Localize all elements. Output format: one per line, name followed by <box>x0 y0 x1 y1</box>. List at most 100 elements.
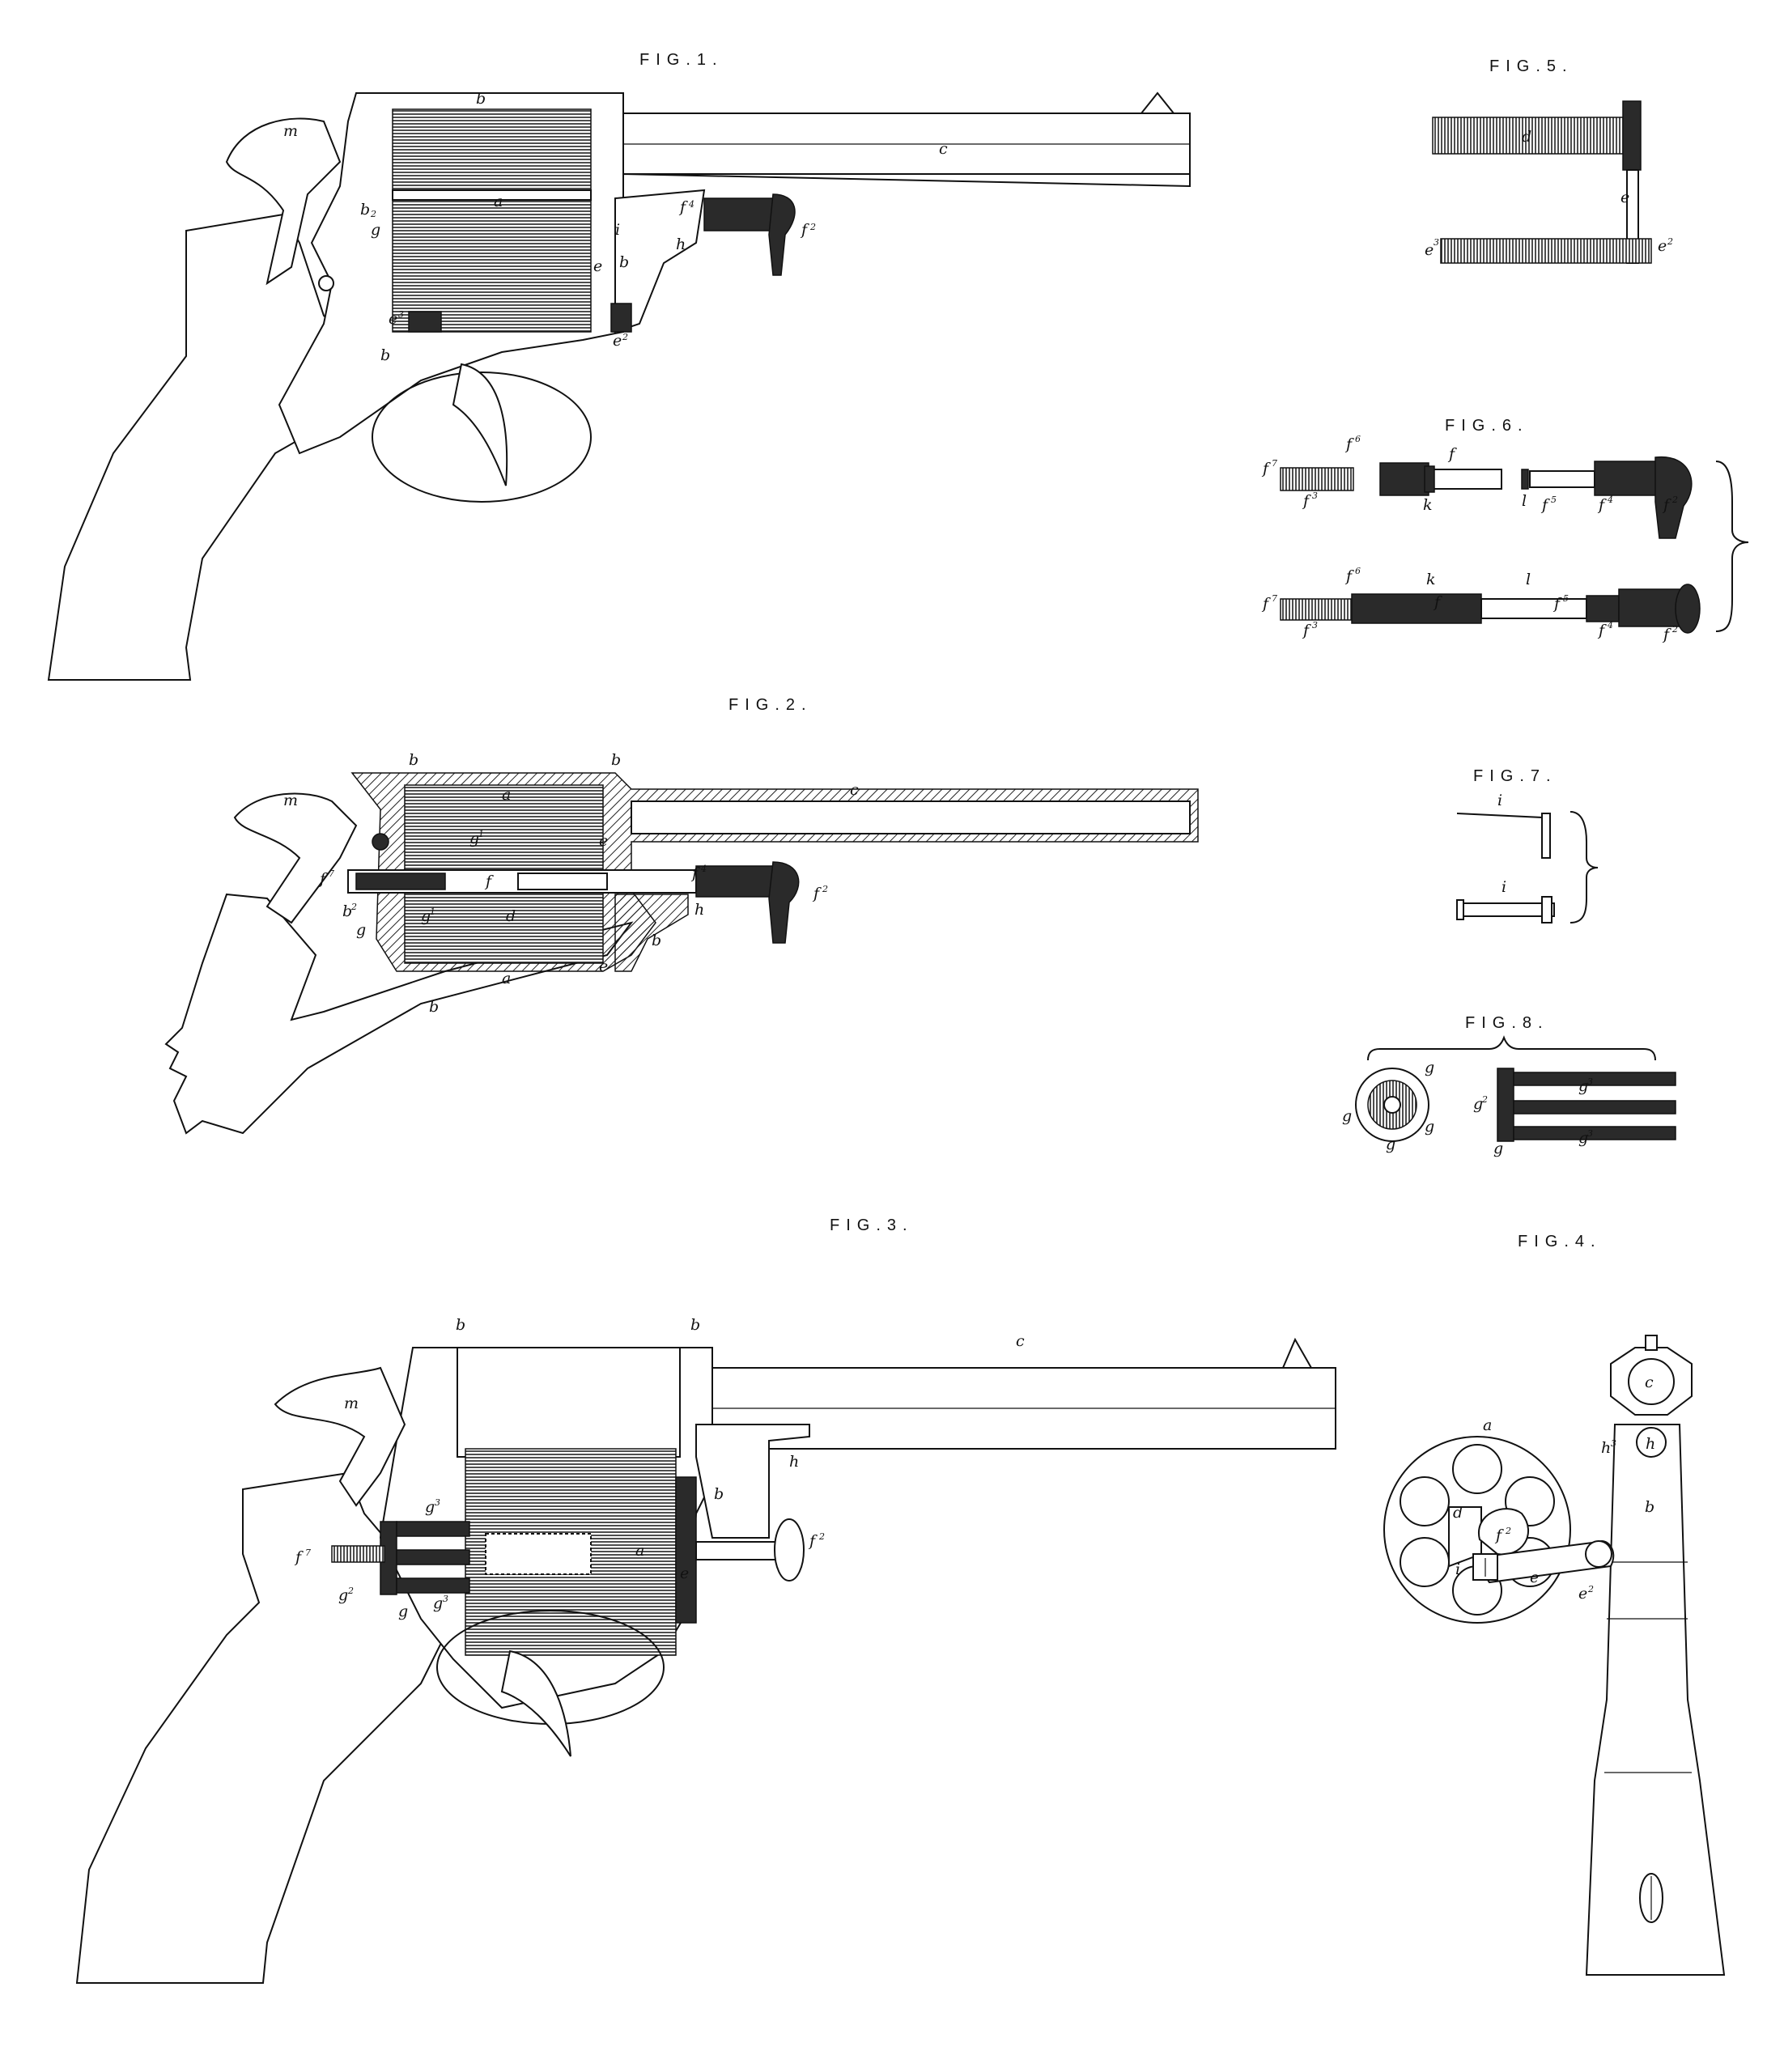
fig5-label-e2: e <box>1658 237 1667 255</box>
fig3-title: FIG.3. <box>830 1216 914 1234</box>
fig3-lever-knob <box>774 1518 805 1582</box>
fig7-label-i-top: i <box>1497 792 1502 809</box>
fig3-label-c: c <box>1016 1332 1025 1350</box>
fig3-cylinder-cutaway <box>485 1533 592 1575</box>
fig8-label-g-4: g <box>1386 1136 1395 1153</box>
fig8-ratchet-side <box>1497 1068 1676 1142</box>
fig1-label-m: m <box>283 122 298 140</box>
fig4-label-e2: e <box>1578 1585 1587 1603</box>
fig6-label-f6-a: f <box>1344 435 1354 453</box>
fig3-label-f7-sup: 7 <box>305 1548 311 1558</box>
fig2-label-b2: b <box>611 751 621 769</box>
fig2-label-b2-sup: b <box>342 902 352 920</box>
fig6-title: FIG.6. <box>1445 417 1529 435</box>
fig3-label-f7: f <box>294 1548 304 1566</box>
fig6-label-f3-a: f <box>1302 492 1311 510</box>
fig2-label-f: f <box>484 873 494 890</box>
fig1-label-e2-sup: 2 <box>622 332 628 342</box>
fig2-label-e-top: e <box>599 832 608 850</box>
fig6-label-f3-a-sup: 3 <box>1312 490 1318 501</box>
fig2-label-f4-sup: 4 <box>700 864 707 874</box>
fig6-label-f-a: f <box>1447 445 1457 463</box>
figure-3: FIG.3. <box>75 1216 1336 1984</box>
fig8-label-g3-top: g <box>1578 1077 1588 1095</box>
fig2-label-f2-sup: 2 <box>822 884 828 894</box>
fig4-label-f2-sup: 2 <box>1505 1526 1511 1536</box>
fig1-grip <box>47 213 358 681</box>
fig3-label-f2: f <box>808 1532 818 1550</box>
fig1-ejector <box>408 311 442 333</box>
fig1-revolver-drawing <box>47 91 1191 681</box>
fig3-label-g2: g <box>338 1586 348 1604</box>
fig3-label-h: h <box>789 1453 799 1471</box>
fig3-label-b1: b <box>456 1316 465 1334</box>
fig6-label-k-a: k <box>1423 496 1433 514</box>
fig2-labels: b b c m a g 1 e f 7 f f 4 f 2 h b g 1 d … <box>283 751 859 1016</box>
fig2-label-d: d <box>506 907 516 925</box>
fig4-title: FIG.4. <box>1518 1233 1602 1250</box>
fig4-label-h3-sup: 3 <box>1611 1438 1616 1449</box>
fig2-barrel-bore <box>631 800 1191 834</box>
fig5-rod-e3 <box>1440 238 1652 264</box>
fig7-spring-top <box>1456 813 1543 858</box>
fig5-end-plate <box>1622 100 1642 171</box>
fig2-label-f7-sup: 7 <box>329 868 334 879</box>
fig2-label-f7: f <box>318 870 328 888</box>
fig7-label-i-low: i <box>1502 878 1506 896</box>
fig3-label-e: e <box>680 1565 689 1582</box>
fig1-label-c: c <box>939 140 948 158</box>
fig2-rammer <box>695 865 778 898</box>
fig3-label-g3-top: g <box>425 1498 435 1516</box>
fig6-label-f7-a: f <box>1261 460 1271 478</box>
fig5-label-e2-sup: 2 <box>1667 236 1673 247</box>
fig7-title: FIG.7. <box>1473 767 1557 785</box>
fig2-label-g1-top: g <box>469 830 479 847</box>
fig4-label-h3: h <box>1601 1439 1611 1457</box>
fig8-label-g3-low: g <box>1578 1129 1588 1147</box>
fig4-label-h: h <box>1646 1435 1655 1453</box>
fig4-label-e: e <box>1530 1569 1539 1586</box>
fig6-label-f6-b-sup: 6 <box>1355 566 1361 576</box>
fig2-label-b-grip: b <box>429 998 439 1016</box>
fig1-label-e3: e <box>389 310 397 328</box>
fig2-title: FIG.2. <box>728 696 813 714</box>
fig2-label-e-low: e <box>599 957 608 975</box>
fig8-label-g2-sup: 2 <box>1481 1094 1488 1105</box>
fig1-label-e: e <box>593 257 602 275</box>
fig5-label-e: e <box>1620 189 1629 206</box>
fig1-label-g: g <box>371 221 380 239</box>
fig8-title: FIG.8. <box>1465 1014 1549 1032</box>
fig1-label-b-grip: b <box>380 346 390 364</box>
fig6-label-f5-a: f <box>1540 496 1550 514</box>
fig8-ratchet-face <box>1355 1068 1429 1142</box>
fig4-label-a: a <box>1483 1416 1492 1434</box>
fig2-label-g: g <box>356 921 366 939</box>
fig1-label-e3-sup: 3 <box>398 309 404 320</box>
fig3-label-g2-sup: 2 <box>347 1586 354 1596</box>
fig1-label-f2-sup: 2 <box>809 222 816 232</box>
fig1-label-i: i <box>615 221 620 239</box>
fig6-label-f5-a-sup: 5 <box>1551 495 1557 505</box>
fig3-label-b2: b <box>690 1316 700 1334</box>
fig8-label-g2: g <box>1473 1095 1483 1113</box>
fig3-label-a: a <box>635 1542 644 1560</box>
fig2-label-a-top: a <box>502 786 511 804</box>
fig8-brace <box>1367 1035 1656 1061</box>
fig6-label-f4-b: f <box>1597 622 1607 639</box>
fig6-label-l-b: l <box>1526 571 1531 588</box>
fig2-label-g1-low-sup: 1 <box>430 906 435 917</box>
fig3-label-g3-top-sup: 3 <box>435 1497 440 1508</box>
fig6-label-k-b: k <box>1426 571 1436 588</box>
fig6-label-f4-a: f <box>1597 496 1607 514</box>
fig6-label-f3-b: f <box>1302 622 1311 639</box>
fig4-label-i: i <box>1455 1560 1460 1578</box>
fig6-label-f2-b-sup: 2 <box>1671 624 1678 635</box>
fig1-labels: m b c a b 2 g i f 4 f 2 h b e e 3 e 2 b <box>283 90 948 364</box>
fig1-lever-knob <box>768 193 796 276</box>
fig1-label-f2: f <box>800 221 809 239</box>
fig6-rod-lower <box>1280 584 1701 634</box>
fig6-label-f2-a-sup: 2 <box>1671 495 1678 505</box>
fig3-label-g3-low-sup: 3 <box>443 1594 448 1604</box>
fig3-label-m: m <box>344 1395 359 1412</box>
fig8-label-g3-low-sup: 3 <box>1587 1128 1593 1139</box>
